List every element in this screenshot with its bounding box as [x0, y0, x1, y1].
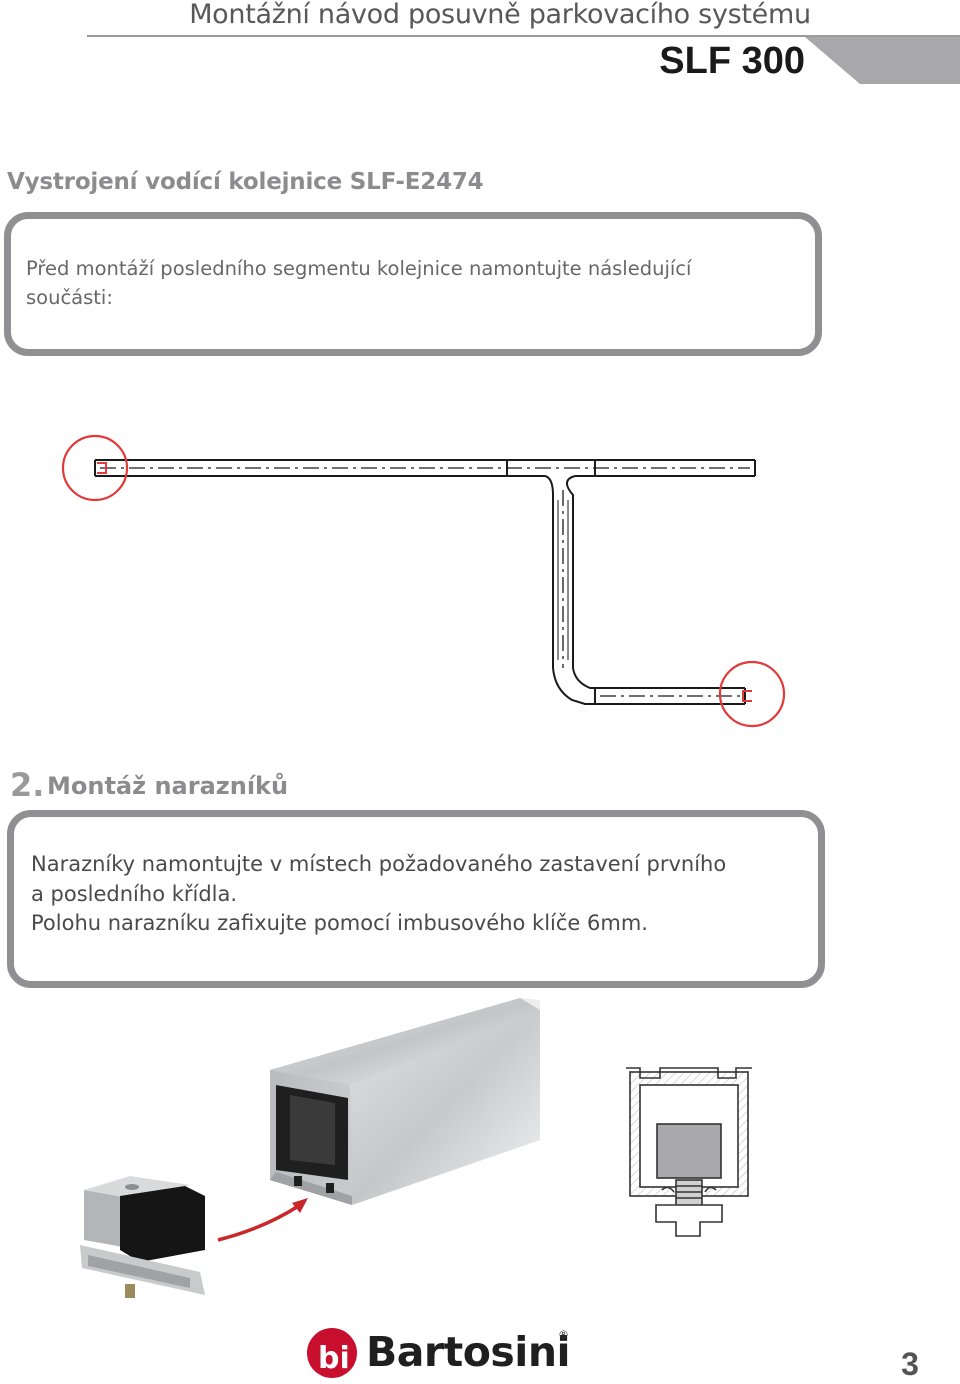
instruction-box-1: [4, 212, 822, 356]
header-rule: [87, 35, 960, 37]
rail-profile-photo: [270, 998, 540, 1205]
product-code: SLF 300: [659, 40, 805, 82]
buffer-stopper-photo: [80, 1176, 205, 1298]
rail-end-stop-marker: [97, 462, 107, 474]
brand-logo-icon: [307, 1328, 357, 1378]
rail-guide-lines: [557, 500, 569, 660]
rail-cross-section-drawing: [626, 1067, 752, 1237]
instruction-line: Před montáží posledního segmentu kolejni…: [26, 257, 692, 280]
rail-diagram: [61, 434, 786, 728]
instruction-line: a posledního křídla.: [31, 881, 238, 906]
registered-mark: ®: [558, 1328, 569, 1341]
svg-text:bi: bi: [318, 1341, 350, 1376]
document-title: Montážní návod posuvně parkovacího systé…: [189, 0, 811, 30]
brand-logo: bi: [307, 1328, 357, 1378]
instruction-box-2: [7, 810, 825, 988]
arrow-head: [292, 1198, 308, 1213]
section-2-number: 2.: [10, 766, 45, 804]
instruction-line: součásti:: [26, 286, 113, 309]
insert-direction-arrow: [217, 1203, 301, 1242]
instruction-box-2-text: Narazníky namontujte v místech požadovan…: [31, 850, 811, 939]
section-1-title: Vystrojení vodící kolejnice SLF-E2474: [7, 169, 484, 195]
highlight-circle-left: [61, 434, 129, 502]
brand-name: Bartosini: [366, 1328, 571, 1376]
rail-end-stop-marker: [742, 690, 752, 702]
instruction-line: Narazníky namontujte v místech požadovan…: [31, 852, 727, 876]
rail-track-drawing: [94, 459, 756, 705]
product-illustrations: [80, 998, 752, 1298]
rail-centerlines: [100, 467, 750, 697]
page-number: 3: [901, 1346, 919, 1382]
section-2-title: Montáž narazníků: [47, 772, 289, 800]
instruction-line: Polohu narazníku zafixujte pomocí imbuso…: [31, 911, 648, 935]
highlight-circle-right: [718, 660, 786, 728]
header-band: [805, 37, 960, 84]
instruction-box-1-text: Před montáží posledního segmentu kolejni…: [26, 254, 786, 312]
